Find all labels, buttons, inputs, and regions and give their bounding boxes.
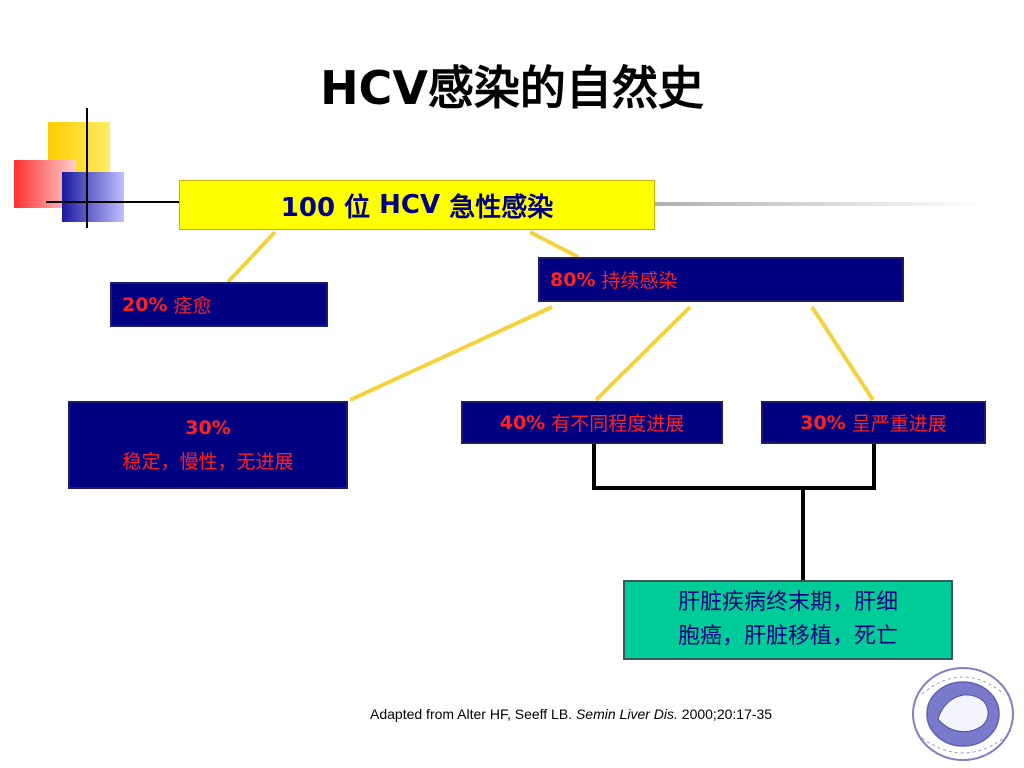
connector-persistent-to-severe	[810, 305, 875, 402]
citation-journal: Semin Liver Dis.	[575, 706, 678, 722]
connector-root-to-persistent	[529, 230, 579, 259]
persistent-label: 持续感染	[601, 270, 678, 292]
connector-root-to-recovered	[226, 230, 277, 284]
stable-percent: 30%	[185, 417, 231, 439]
header-rule	[655, 202, 985, 206]
node-persistent: 80% 持续感染	[538, 257, 904, 302]
severe-percent: 30%	[800, 411, 846, 434]
blue-square	[62, 172, 124, 222]
node-stable: 30% 稳定，慢性，无进展	[68, 401, 348, 489]
recovered-percent: 20%	[122, 293, 168, 316]
connector-persistent-to-varying	[594, 305, 692, 402]
varying-percent: 40%	[499, 411, 546, 434]
connector-merge-bracket	[592, 443, 876, 490]
node-recovered: 20% 痊愈	[110, 282, 328, 327]
node-acute-infection: 100 位 HCV 急性感染	[179, 180, 655, 230]
recovered-label: 痊愈	[173, 295, 212, 317]
root-prefix: 100 位	[280, 192, 371, 223]
connector-persistent-to-stable	[349, 305, 553, 402]
institution-logo	[912, 667, 1014, 761]
root-abbr: HCV	[379, 190, 441, 220]
persistent-percent: 80%	[550, 268, 596, 291]
root-suffix: 急性感染	[449, 192, 554, 223]
node-end-stage-outcome: 肝脏疾病终末期，肝细 胞癌，肝脏移植，死亡	[623, 580, 953, 660]
citation: Adapted from Alter HF, Seeff LB. Semin L…	[370, 706, 772, 722]
outcome-line-1: 肝脏疾病终末期，肝细	[677, 590, 898, 615]
citation-prefix: Adapted from Alter HF, Seeff LB.	[370, 706, 576, 722]
stable-label: 稳定，慢性，无进展	[122, 451, 294, 473]
outcome-line-2: 胞癌，肝脏移植，死亡	[677, 624, 898, 649]
citation-suffix: 2000;20:17-35	[677, 706, 773, 722]
varying-label: 有不同程度进展	[551, 413, 685, 435]
page-title: HCV感染的自然史	[320, 61, 704, 115]
severe-label: 呈严重进展	[851, 413, 947, 435]
node-severe-progression: 30% 呈严重进展	[761, 401, 986, 444]
corner-decoration	[14, 108, 180, 228]
node-varying-progression: 40% 有不同程度进展	[461, 401, 723, 444]
